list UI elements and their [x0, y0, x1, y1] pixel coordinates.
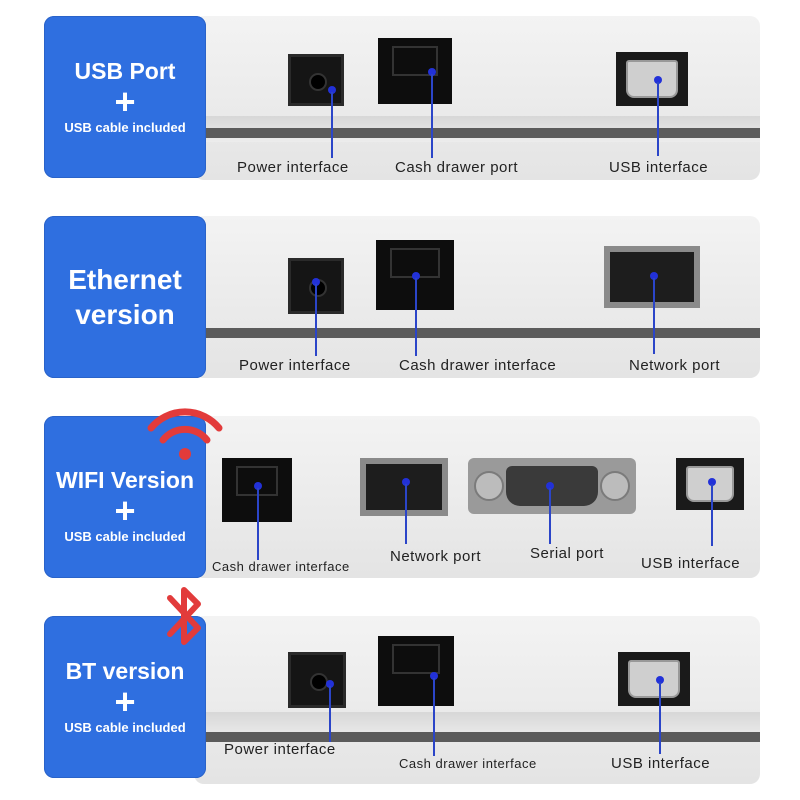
printer-rail — [204, 328, 760, 338]
pointer-dot — [430, 672, 438, 680]
label-usb-interface: USB interface — [609, 159, 709, 176]
badge-ethernet: Ethernet version — [44, 216, 206, 378]
panel-bt: BT version + USB cable included Power in… — [44, 616, 760, 786]
label-cash-drawer-interface: Cash drawer interface — [399, 756, 537, 771]
badge-subtitle: USB cable included — [64, 120, 186, 136]
label-usb-interface: USB interface — [641, 555, 741, 572]
usb-port — [618, 652, 690, 706]
printer-rail — [204, 732, 760, 742]
cash-drawer-port — [378, 636, 454, 706]
label-cash-drawer-interface: Cash drawer interface — [399, 357, 557, 374]
pointer-line — [315, 284, 317, 356]
pointer-line — [331, 92, 333, 158]
label-cash-drawer-port: Cash drawer port — [395, 159, 519, 176]
pointer-line — [711, 484, 713, 546]
label-power-interface: Power interface — [239, 357, 351, 374]
wifi-icon — [147, 408, 223, 460]
pointer-dot — [254, 482, 262, 490]
badge-title: WIFI Version — [55, 466, 195, 493]
pointer-dot — [650, 272, 658, 280]
badge-usb: USB Port + USB cable included — [44, 16, 206, 178]
pointer-line — [415, 278, 417, 356]
pointer-line — [659, 682, 661, 754]
label-usb-interface: USB interface — [611, 755, 711, 772]
pointer-dot — [654, 76, 662, 84]
label-power-interface: Power interface — [237, 159, 349, 176]
power-port — [288, 652, 346, 708]
cash-drawer-port — [378, 38, 452, 104]
pointer-dot — [328, 86, 336, 94]
pointer-line — [653, 278, 655, 354]
pointer-dot — [708, 478, 716, 486]
pointer-line — [329, 686, 331, 742]
badge-wifi: WIFI Version + USB cable included — [44, 416, 206, 578]
pointer-line — [549, 488, 551, 544]
pointer-dot — [412, 272, 420, 280]
label-serial-port: Serial port — [530, 545, 604, 562]
badge-title: BT version — [65, 657, 185, 684]
pointer-line — [433, 678, 435, 756]
pointer-line — [657, 82, 659, 156]
badge-title-line2: version — [75, 299, 175, 330]
pointer-line — [405, 484, 407, 544]
panel-usb: USB Port + USB cable included Power inte… — [44, 16, 760, 186]
label-network-port: Network port — [629, 357, 721, 374]
pointer-dot — [402, 478, 410, 486]
badge-plus: + — [114, 80, 136, 122]
network-port — [360, 458, 448, 516]
badge-plus: + — [114, 489, 136, 531]
bluetooth-icon — [167, 587, 201, 645]
label-power-interface: Power interface — [224, 741, 336, 758]
pointer-dot — [312, 278, 320, 286]
badge-title-line1: Ethernet — [68, 264, 182, 295]
pointer-line — [431, 74, 433, 158]
label-network-port: Network port — [390, 548, 482, 565]
printer-rail — [204, 128, 760, 138]
badge-subtitle: USB cable included — [64, 529, 186, 545]
badge-title: USB Port — [74, 57, 176, 84]
usb-port — [676, 458, 744, 510]
badge-bt: BT version + USB cable included — [44, 616, 206, 778]
power-port — [288, 54, 344, 106]
pointer-dot — [656, 676, 664, 684]
badge-plus: + — [114, 680, 136, 722]
panel-wifi: WIFI Version + USB cable included Cash d… — [44, 416, 760, 582]
badge-subtitle: USB cable included — [64, 720, 186, 736]
pointer-line — [257, 488, 259, 560]
label-cash-drawer-interface: Cash drawer interface — [212, 559, 350, 574]
pointer-dot — [546, 482, 554, 490]
usb-port — [616, 52, 688, 106]
pointer-dot — [428, 68, 436, 76]
panel-ethernet: Ethernet version Power interface Cash dr… — [44, 216, 760, 382]
pointer-dot — [326, 680, 334, 688]
